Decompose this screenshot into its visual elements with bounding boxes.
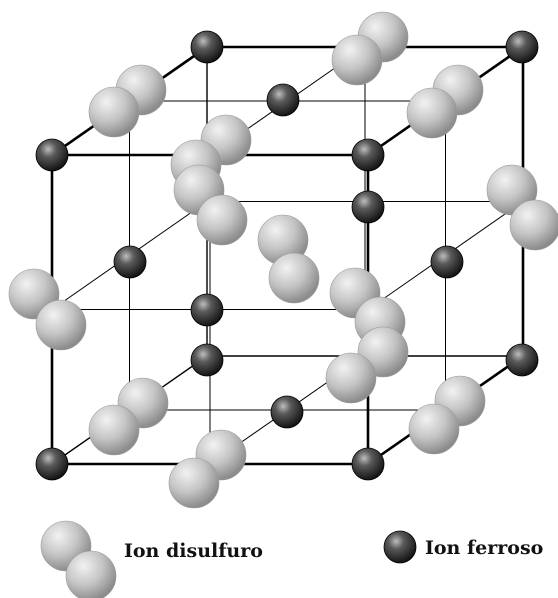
disulfide-atom <box>88 86 140 138</box>
ferrous-atom <box>35 447 69 481</box>
disulfide-atom <box>168 457 220 509</box>
disulfide-atom <box>196 194 248 246</box>
legend-ferrous-label: Ion ferroso <box>425 537 544 559</box>
disulfide-atom <box>35 299 87 351</box>
ferrous-atom <box>430 245 464 279</box>
disulfide-atom <box>509 199 558 251</box>
ferrous-atom <box>351 190 385 224</box>
disulfide-atom <box>331 34 383 86</box>
ferrous-atom <box>190 30 224 64</box>
ferrous-atom <box>505 30 539 64</box>
ferrous-atom <box>266 83 300 117</box>
legend-ferrous-icon <box>383 530 417 564</box>
ferrous-atom <box>113 245 147 279</box>
legend-disulfide-label: Ion disulfuro <box>124 540 263 562</box>
ferrous-atom <box>505 343 539 377</box>
disulfide-atom <box>406 87 458 139</box>
legend-icons <box>40 520 417 598</box>
ferrous-atom <box>351 447 385 481</box>
ferrous-atom <box>190 293 224 327</box>
ferrous-atom <box>351 138 385 172</box>
disulfide-atom <box>408 403 460 455</box>
ferrous-atom <box>270 395 304 429</box>
ferrous-atom <box>190 343 224 377</box>
legend-disulfide-icon <box>65 550 117 598</box>
disulfide-atom <box>268 252 320 304</box>
disulfide-atom <box>325 352 377 404</box>
unit-cell-atoms <box>8 11 558 509</box>
disulfide-atom <box>88 404 140 456</box>
ferrous-atom <box>35 138 69 172</box>
